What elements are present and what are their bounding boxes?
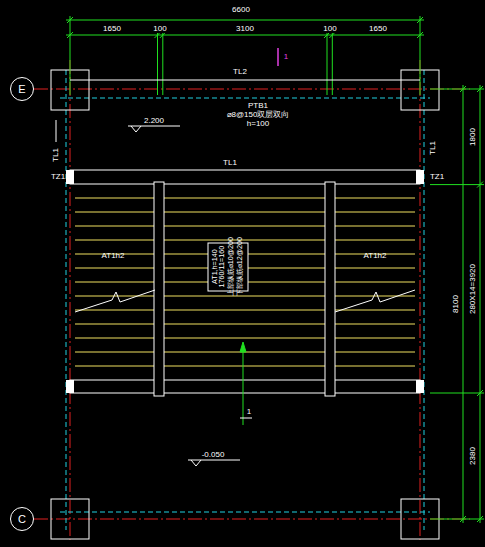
stair-treads xyxy=(75,198,415,366)
axis-lines xyxy=(34,60,470,540)
slab-tag: PTB1 xyxy=(248,102,268,110)
column-tag: TZ1 xyxy=(51,173,65,181)
tl1-leader xyxy=(56,120,57,142)
section-mark xyxy=(277,48,279,66)
beam-tag: TL1 xyxy=(52,148,60,162)
flight-note: 上部纵筋⌀10@200 xyxy=(227,237,234,296)
dimension: 2380 xyxy=(469,447,477,465)
flight-note: 下部纵筋⌀12@200 xyxy=(236,237,243,296)
elevation: 2.200 xyxy=(144,117,164,125)
beam-tl2 xyxy=(70,80,420,81)
axis-bubble: E xyxy=(10,77,34,101)
top-dimensions xyxy=(66,16,424,95)
elevation: -0.050 xyxy=(202,451,225,459)
tread-line xyxy=(75,198,415,199)
tz1-columns xyxy=(66,170,424,393)
beam-tag: TL2 xyxy=(233,68,247,76)
axis-label: C xyxy=(18,513,26,525)
dimension: 280X14=3920 xyxy=(469,264,477,314)
tread-line xyxy=(75,240,415,241)
tread-line xyxy=(75,226,415,227)
walk-arrow xyxy=(240,342,246,425)
dimension: 6600 xyxy=(232,6,250,14)
flight-note: AT1,h=140 xyxy=(210,250,217,285)
dimension: 3100 xyxy=(236,25,254,33)
dimension: 1650 xyxy=(103,25,121,33)
dimension: 1800 xyxy=(469,128,477,146)
dimension: 100 xyxy=(323,25,336,33)
landing-beams xyxy=(70,170,420,393)
wall-lines xyxy=(60,70,430,530)
columns xyxy=(51,70,439,539)
elevation-marks xyxy=(128,126,240,466)
break-lines xyxy=(75,290,415,312)
axis-bubble: C xyxy=(10,507,34,531)
flight-tag: AT1h2 xyxy=(364,252,387,260)
flight-note: 1760/11=160 xyxy=(218,246,225,288)
beam-tag: TL1 xyxy=(429,141,437,155)
slab-note: ⌀8@150双层双向 xyxy=(227,111,290,119)
beam-tag: TL1 xyxy=(223,159,237,167)
tread-line xyxy=(75,338,415,339)
dimension: 8100 xyxy=(452,295,460,313)
dimension: 100 xyxy=(153,25,166,33)
tread-line xyxy=(75,324,415,325)
column-tag: TZ1 xyxy=(430,173,444,181)
section-number: 1 xyxy=(284,53,288,61)
tread-line xyxy=(75,366,415,367)
section-cut xyxy=(240,418,252,419)
tread-line xyxy=(75,212,415,213)
section-number: 1 xyxy=(247,408,251,416)
axis-label: E xyxy=(18,83,25,95)
handrails xyxy=(154,182,335,396)
slab-note: h=100 xyxy=(247,120,269,128)
tread-line xyxy=(75,296,415,297)
tread-line xyxy=(75,310,415,311)
flight-tag: AT1h2 xyxy=(102,252,125,260)
dimension: 1650 xyxy=(369,25,387,33)
right-dimensions xyxy=(430,85,484,523)
